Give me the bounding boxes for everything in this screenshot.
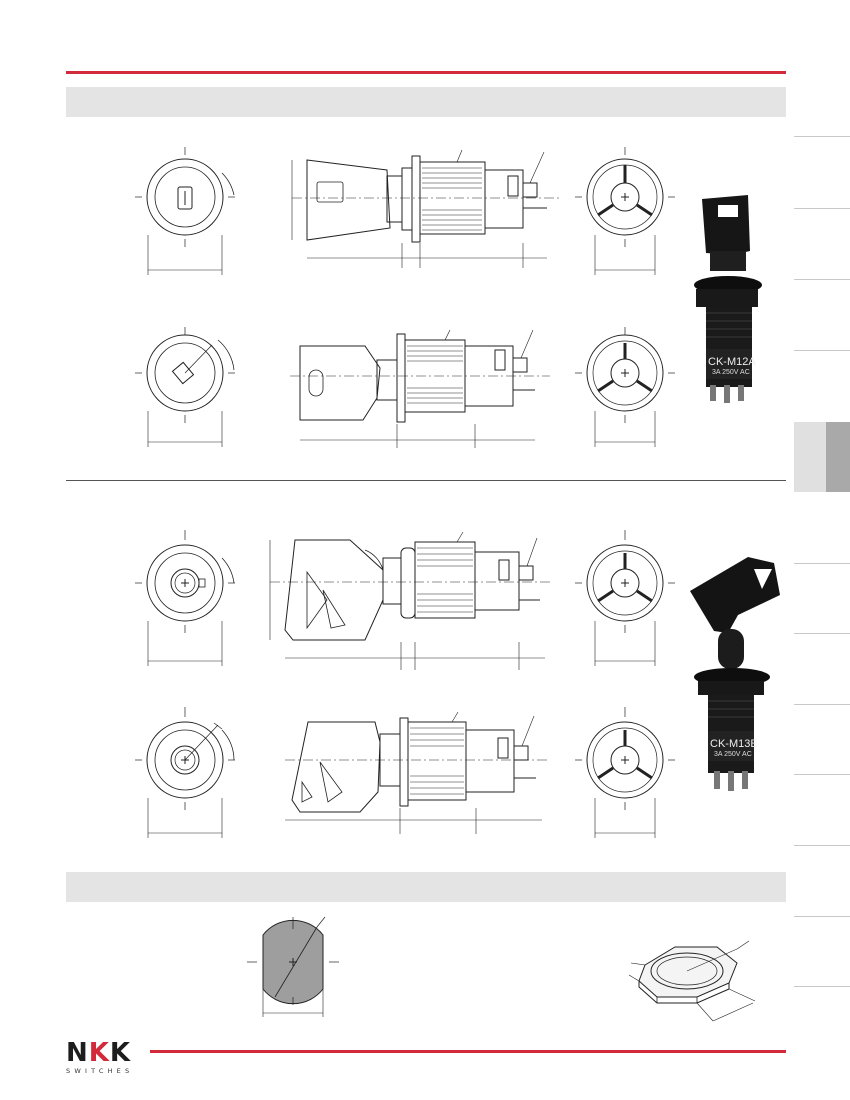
side-tab-divider — [794, 563, 850, 564]
rear-view-drawing-2 — [575, 327, 675, 447]
front-view-drawing-2 — [135, 327, 235, 447]
photo-1-rating-label: 3A 250V AC — [712, 369, 750, 376]
side-tab-active-dark — [826, 422, 850, 492]
rear-view-drawing-3 — [575, 530, 675, 666]
side-view-drawing-4 — [285, 711, 550, 834]
photo-1-model-label: CK-M12A — [708, 356, 756, 368]
side-tab-divider — [794, 986, 850, 987]
section-header-band-top — [66, 87, 786, 117]
side-tab-divider — [794, 704, 850, 705]
side-tab-divider — [794, 208, 850, 209]
header-rule — [66, 71, 786, 74]
rear-view-drawing-4 — [575, 707, 675, 838]
side-view-drawing-1 — [291, 149, 562, 268]
logo-tagline: SWITCHES — [66, 1067, 134, 1075]
side-tab-divider — [794, 633, 850, 634]
footer-rule — [150, 1050, 786, 1053]
product-photo-2: CK-M13E 3A 250V AC — [690, 557, 780, 791]
product-photo-1: CK-M12A 3A 250V AC — [694, 195, 762, 403]
front-view-drawing-3 — [135, 530, 235, 666]
logo-wordmark: NKK — [66, 1038, 132, 1068]
side-view-drawing-3 — [269, 531, 550, 670]
panel-cutout-drawing — [247, 916, 339, 1017]
rear-view-drawing-1 — [575, 147, 675, 275]
photo-2-rating-label: 3A 250V AC — [714, 751, 752, 758]
side-tab-divider — [794, 845, 850, 846]
side-view-drawing-2 — [290, 329, 550, 448]
side-tab-divider — [794, 136, 850, 137]
front-view-drawing-1 — [135, 147, 235, 275]
photo-2-model-label: CK-M13E — [710, 738, 758, 750]
company-logo: NKK SWITCHES — [66, 1040, 133, 1075]
side-tab-active[interactable] — [794, 422, 850, 492]
section-divider — [66, 480, 786, 481]
side-tab-divider — [794, 350, 850, 351]
hex-nut-drawing — [628, 940, 756, 1022]
side-tab-divider — [794, 279, 850, 280]
side-tab-divider — [794, 916, 850, 917]
section-header-band-bottom — [66, 872, 786, 902]
front-view-drawing-4 — [135, 707, 235, 838]
side-tab-divider — [794, 774, 850, 775]
side-tab-active-light — [794, 422, 826, 492]
